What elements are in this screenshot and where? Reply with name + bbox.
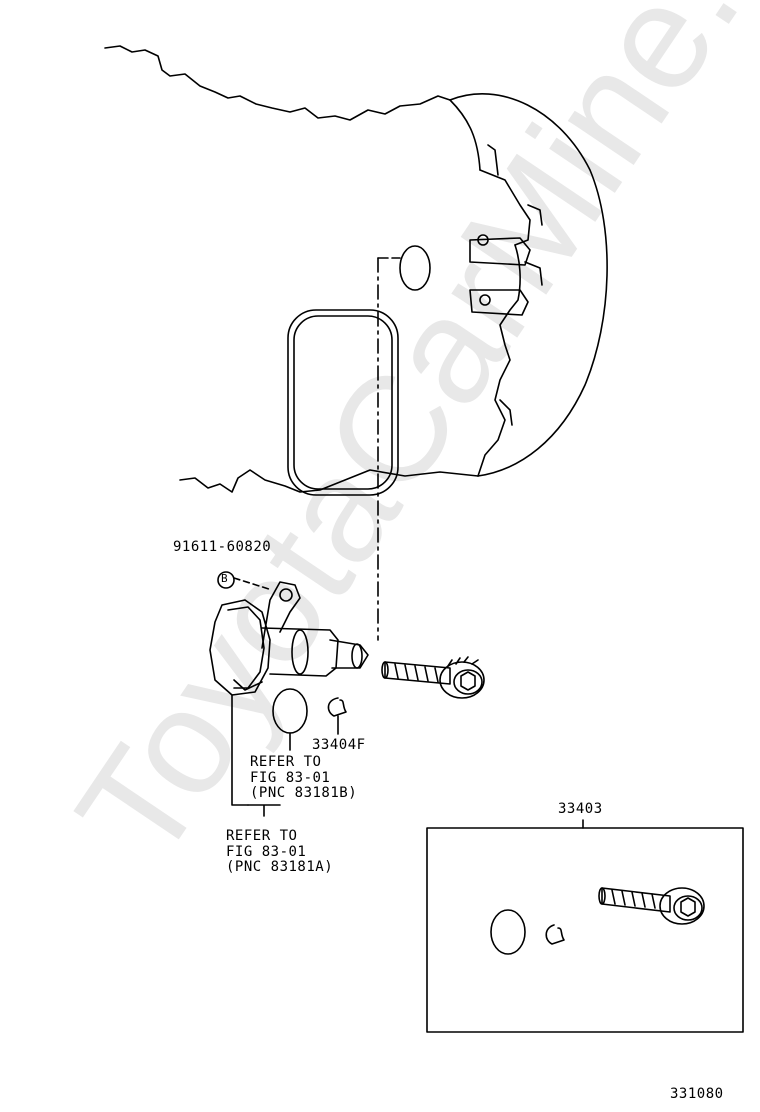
refer2-bracket	[231, 694, 249, 806]
o-ring	[272, 688, 308, 734]
bolt-part-number: 91611-60820	[173, 539, 272, 555]
refer2-leader	[247, 804, 281, 817]
clip	[327, 697, 347, 717]
refer1-line3: (PNC 83181B)	[250, 785, 358, 801]
driven-gear	[381, 656, 485, 699]
bolt-marker	[217, 571, 273, 591]
refer2-line3: (PNC 83181A)	[226, 859, 334, 875]
figure-number: 331080	[670, 1086, 724, 1102]
transmission-housing	[104, 45, 608, 496]
kit-part-number: 33403	[558, 801, 603, 817]
kit-contents	[490, 887, 705, 955]
refer1-line2: FIG 83-01	[250, 770, 331, 786]
bolt-marker-letter: B	[221, 572, 229, 585]
refer2-line1: REFER TO	[226, 828, 298, 844]
refer2-line2: FIG 83-01	[226, 844, 307, 860]
kit-box	[426, 827, 744, 1033]
refer1-line1: REFER TO	[250, 754, 322, 770]
clip-part-number: 33404F	[312, 737, 366, 753]
driven-gear-sleeve	[209, 581, 369, 696]
